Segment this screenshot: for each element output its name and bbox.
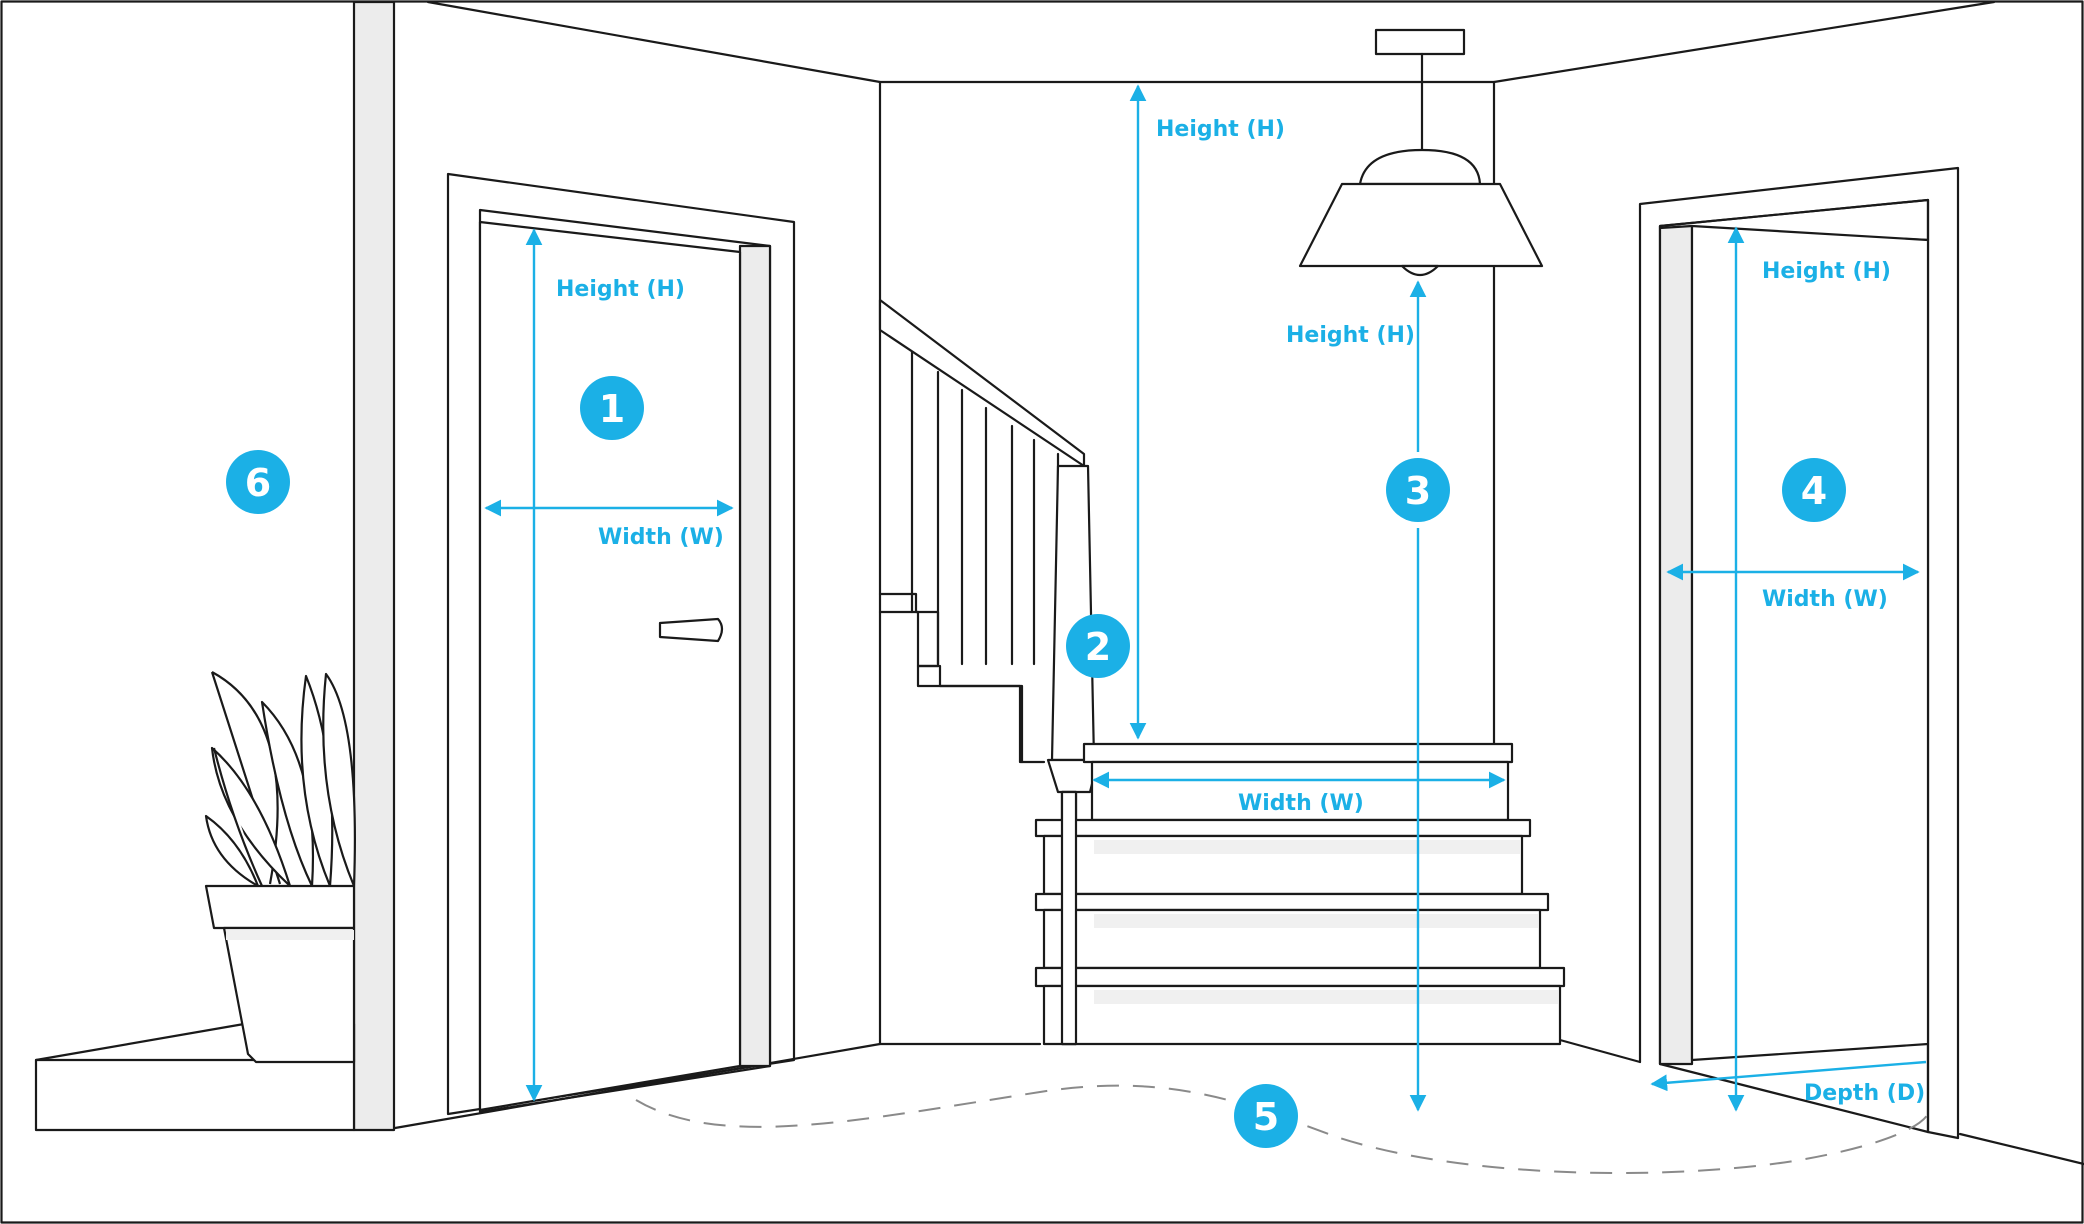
door-handle <box>658 617 724 643</box>
potted-plant <box>204 671 356 1064</box>
svg-text:6: 6 <box>245 461 271 505</box>
staircase <box>878 298 1566 1046</box>
svg-text:3: 3 <box>1405 469 1431 513</box>
badge-1: 1 <box>580 376 644 440</box>
left-door <box>446 172 796 1116</box>
dimension-labels: Height (H) Width (W) Height (H) Width (W… <box>556 117 1925 1106</box>
door1-height-label: Height (H) <box>556 277 685 302</box>
svg-text:5: 5 <box>1253 1095 1279 1139</box>
badge-2: 2 <box>1066 614 1130 678</box>
lamp-height-label: Height (H) <box>1286 323 1415 348</box>
stair-width-label: Width (W) <box>1238 791 1364 816</box>
ceiling-lamp <box>1298 28 1544 277</box>
depth-arrow <box>1650 1060 1927 1092</box>
svg-text:1: 1 <box>599 387 625 431</box>
number-badges: 1 2 3 4 5 6 <box>226 376 1846 1148</box>
door4-width-label: Width (W) <box>1762 587 1888 612</box>
wall-pillar <box>352 0 396 1132</box>
door4-height-label: Height (H) <box>1762 259 1891 284</box>
wall-height-label: Height (H) <box>1156 117 1285 142</box>
svg-text:2: 2 <box>1085 625 1111 669</box>
right-door <box>1638 166 1960 1140</box>
floor-area-outline <box>635 1084 1929 1174</box>
badge-6: 6 <box>226 450 290 514</box>
depth-label: Depth (D) <box>1804 1081 1925 1106</box>
dimension-arrows <box>484 84 1927 1112</box>
badge-3: 3 <box>1386 458 1450 522</box>
badge-4: 4 <box>1782 458 1846 522</box>
door1-width-label: Width (W) <box>598 525 724 550</box>
svg-text:4: 4 <box>1801 469 1827 513</box>
badge-5: 5 <box>1234 1084 1298 1148</box>
